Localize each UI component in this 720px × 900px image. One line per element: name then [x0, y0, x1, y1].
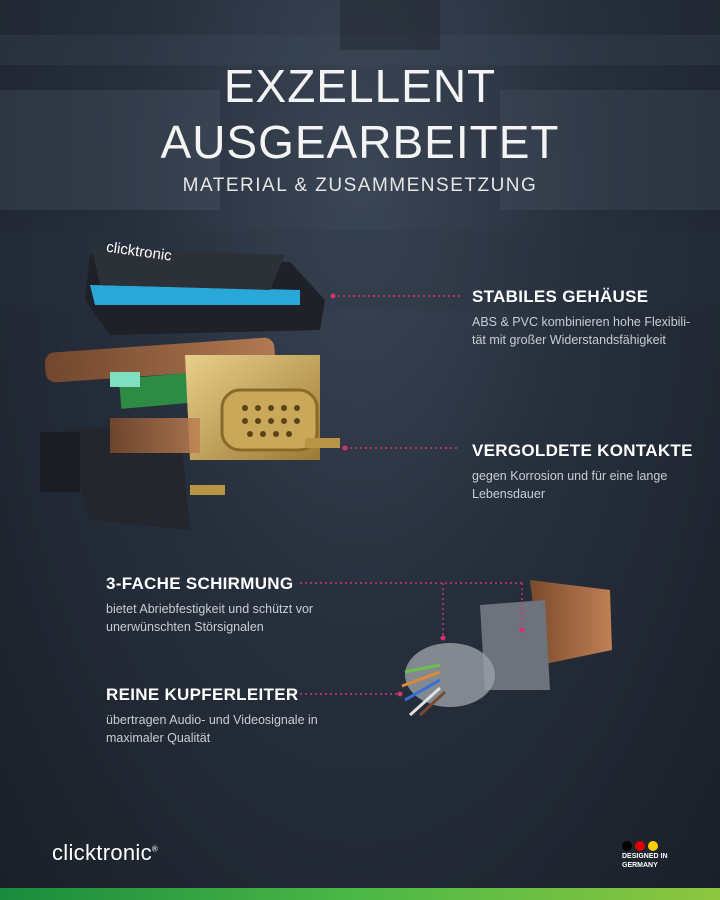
cable-braid-upper: [44, 337, 276, 383]
feature-3-fache-schirmung: 3-FACHE SCHIRMUNG bietet Abriebfestigkei…: [106, 574, 346, 636]
feature-description: übertragen Audio- und Videosignale in ma…: [106, 711, 346, 747]
page-subtitle: MATERIAL & ZUSAMMENSETZUNG: [182, 175, 538, 196]
feature-desc-line: übertragen Audio- und Videosignale in: [106, 713, 318, 727]
feature-title: VERGOLDETE KONTAKTE: [472, 441, 693, 460]
made-line-2: GERMANY: [622, 862, 658, 869]
designed-in-germany-badge: DESIGNED IN GERMANY: [622, 852, 682, 870]
flag-dot-black: [622, 841, 632, 851]
title-line-1: EXZELLENT: [223, 60, 497, 112]
feature-description: bietet Abriebfestigkeit und schützt vor …: [106, 600, 346, 636]
feature-stabiles-gehaeuse: STABILES GEHÄUSE ABS & PVC kombinieren h…: [472, 287, 707, 349]
feature-title: 3-FACHE SCHIRMUNG: [106, 574, 294, 593]
feature-desc-line: Lebensdauer: [472, 487, 545, 501]
feature-desc-line: tät mit großer Widerstandsfähigkeit: [472, 333, 666, 347]
feature-desc-line: bietet Abriebfestigkeit und schützt vor: [106, 602, 314, 616]
feature-reine-kupferleiter: REINE KUPFERLEITER übertragen Audio- und…: [106, 685, 346, 747]
logo-text: clicktronic: [52, 840, 152, 865]
vga-gold-connector: [185, 355, 340, 495]
feature-title: REINE KUPFERLEITER: [106, 685, 299, 704]
feature-desc-line: ABS & PVC kombinieren hohe Flexibili-: [472, 315, 691, 329]
leader-lines: [300, 295, 523, 695]
feature-desc-line: maximaler Qualität: [106, 731, 211, 745]
flag-dot-red: [635, 841, 645, 851]
flag-dot-gold: [648, 841, 658, 851]
feature-title: STABILES GEHÄUSE: [472, 287, 649, 306]
made-line-1: DESIGNED IN: [622, 853, 668, 860]
title-line-2: AUSGEARBEITET: [160, 116, 560, 168]
german-flag-dots-icon: [622, 836, 661, 855]
feature-description: ABS & PVC kombinieren hohe Flexibili- tä…: [472, 313, 707, 349]
feature-desc-line: gegen Korrosion und für eine lange: [472, 469, 668, 483]
page-title: EXZELLENT AUSGEARBEITET: [0, 58, 720, 170]
clicktronic-logo: clicktronic®: [52, 840, 159, 865]
vga-adapter-bottom-shell: [40, 418, 200, 530]
brand-color-bar: [0, 888, 720, 900]
leader-dots: [330, 293, 525, 697]
vga-adapter-top-shell: [85, 248, 325, 335]
feature-desc-line: unerwünschten Störsignalen: [106, 620, 264, 634]
feature-vergoldete-kontakte: VERGOLDETE KONTAKTE gegen Korrosion und …: [472, 441, 707, 503]
feature-description: gegen Korrosion und für eine lange Leben…: [472, 467, 707, 503]
cable-cross-section: [401, 580, 612, 717]
